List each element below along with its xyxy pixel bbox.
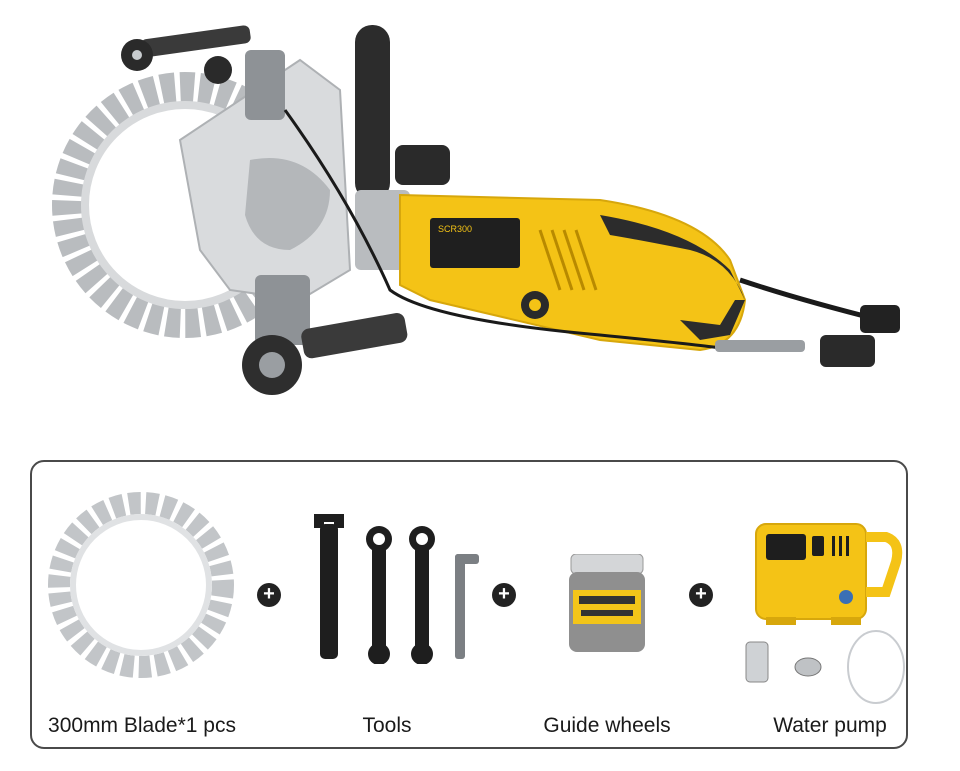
plus-sign: + bbox=[492, 583, 516, 607]
machine-badge-text: SCR300 bbox=[438, 224, 472, 234]
ring-saw-product-image: SCR300 bbox=[52, 25, 900, 395]
blade-guard bbox=[178, 58, 352, 302]
included-accessories-panel: 300mm Blade*1 pcs + Tools + Guide wheels… bbox=[30, 460, 908, 749]
water-pump-icon bbox=[736, 522, 906, 707]
plus-sign: + bbox=[689, 583, 713, 607]
tools-caption: Tools bbox=[362, 714, 412, 737]
power-plug bbox=[860, 305, 900, 333]
water-valve bbox=[820, 335, 875, 367]
gear-head bbox=[355, 190, 410, 270]
blade-caption: 300mm Blade*1 pcs bbox=[48, 714, 236, 737]
rear-grip bbox=[600, 215, 745, 340]
lower-roller-arm bbox=[242, 275, 408, 395]
water-pump-caption: Water pump bbox=[773, 714, 887, 737]
plus-sign: + bbox=[257, 583, 281, 607]
ring-blade-icon bbox=[46, 490, 236, 680]
power-cord bbox=[739, 277, 881, 323]
wrench-set-icon bbox=[310, 514, 480, 664]
water-hose bbox=[283, 109, 721, 350]
guide-wheels-caption: Guide wheels bbox=[543, 714, 671, 737]
upper-roller-arm bbox=[121, 25, 285, 120]
top-handle bbox=[355, 25, 450, 200]
water-coupling bbox=[715, 340, 805, 352]
jar-of-wheels-icon bbox=[567, 554, 647, 654]
